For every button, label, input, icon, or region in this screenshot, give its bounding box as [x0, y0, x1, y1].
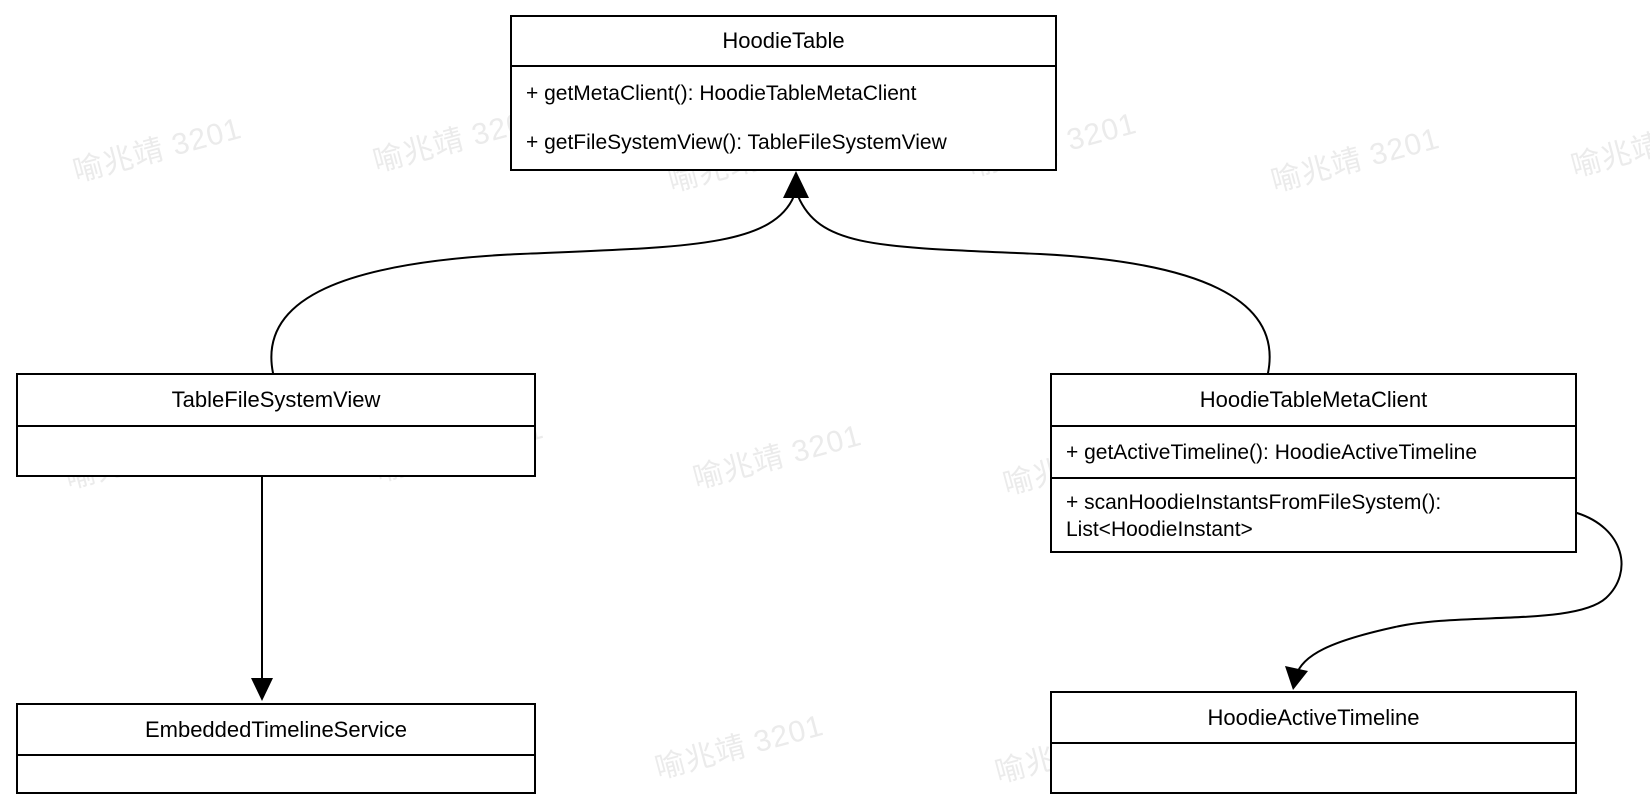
class-box-hoodietable[interactable]: HoodieTable + getMetaClient(): HoodieTab…: [510, 15, 1057, 171]
class-title-text: HoodieActiveTimeline: [1207, 704, 1420, 730]
class-member: + getFileSystemView(): TableFileSystemVi…: [526, 131, 947, 154]
class-title-text: HoodieTableMetaClient: [1199, 387, 1428, 412]
arrowhead-down-left-icon: [1285, 666, 1308, 690]
class-box-tablefilesystemview[interactable]: TableFileSystemView: [16, 373, 536, 477]
arrow-metaclient-to-hoodietable[interactable]: [797, 195, 1271, 374]
class-box-hoodieactivetimeline[interactable]: HoodieActiveTimeline: [1050, 691, 1577, 794]
arrowhead-down-icon: [251, 678, 273, 701]
class-title: TableFileSystemView: [18, 375, 534, 427]
class-box-embeddedtimelineservice[interactable]: EmbeddedTimelineService: [16, 703, 536, 794]
class-member: + getMetaClient(): HoodieTableMetaClient: [526, 82, 917, 105]
class-member: + getActiveTimeline(): HoodieActiveTimel…: [1066, 440, 1478, 464]
arrowhead-up-icon: [783, 171, 809, 198]
class-title: HoodieTableMetaClient: [1052, 375, 1575, 427]
arrow-metaclient-to-activetimeline[interactable]: [1295, 512, 1623, 677]
class-title-text: TableFileSystemView: [171, 387, 381, 412]
class-box-hoodietablemetaclient[interactable]: HoodieTableMetaClient + getActiveTimelin…: [1050, 373, 1577, 553]
class-member: + scanHoodieInstantsFromFileSystem(): Li…: [1066, 491, 1442, 541]
class-title-text: HoodieTable: [722, 28, 845, 53]
class-title-text: EmbeddedTimelineService: [144, 716, 408, 742]
arrow-tablefsview-to-hoodietable[interactable]: [270, 195, 795, 374]
class-title: EmbeddedTimelineService: [18, 705, 534, 756]
class-title: HoodieTable: [512, 17, 1055, 67]
class-title: HoodieActiveTimeline: [1052, 693, 1575, 744]
